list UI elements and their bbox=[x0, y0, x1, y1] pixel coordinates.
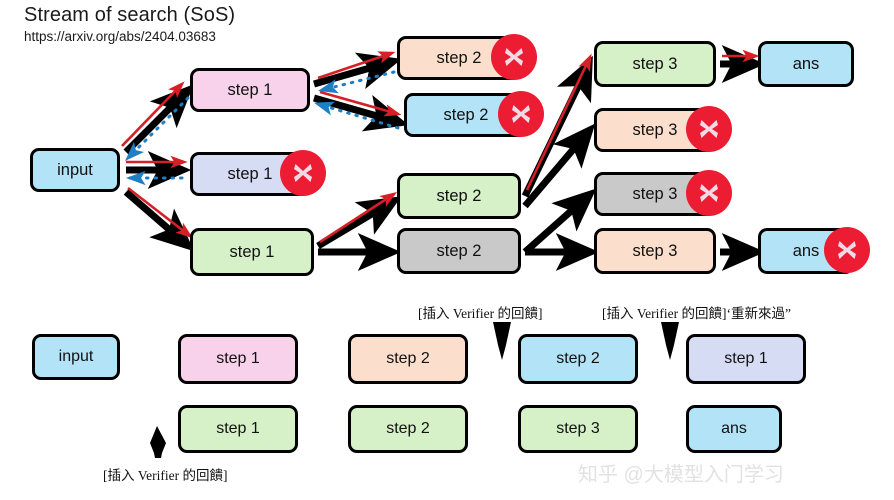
paper-url: https://arxiv.org/abs/2404.03683 bbox=[24, 29, 216, 44]
node-label: input bbox=[58, 348, 94, 365]
legend-row2-node-step-2: step 2 bbox=[348, 405, 468, 453]
graph-node-s1_top: step 1 bbox=[190, 68, 310, 112]
node-label: step 1 bbox=[216, 420, 260, 437]
node-label: ans bbox=[721, 420, 747, 437]
graph-node-s3_a: step 3 bbox=[594, 41, 716, 87]
failure-x-icon bbox=[824, 227, 870, 273]
node-label: step 3 bbox=[632, 184, 678, 203]
failure-x-icon bbox=[491, 34, 537, 80]
graph-node-s2_d: step 2 bbox=[397, 228, 521, 274]
blue-feedback-edges bbox=[125, 70, 400, 186]
legend-row1-node-step-2: step 2 bbox=[348, 334, 468, 384]
down-arrow-1 bbox=[493, 322, 511, 360]
graph-node-ans_top: ans bbox=[758, 41, 854, 87]
verifier-top-2: [插入 Verifier 的回饋]‘重新來過” bbox=[602, 306, 791, 321]
node-label: step 2 bbox=[556, 350, 600, 367]
node-label: step 1 bbox=[724, 350, 768, 367]
node-label: step 1 bbox=[227, 80, 273, 99]
node-label: ans bbox=[792, 241, 820, 260]
node-label: step 2 bbox=[436, 48, 482, 67]
verifier-bottom: [插入 Verifier 的回饋] bbox=[103, 468, 228, 483]
legend-row1-node-step-1: step 1 bbox=[686, 334, 806, 384]
legend-row1-node-step-2: step 2 bbox=[518, 334, 638, 384]
node-label: step 2 bbox=[443, 105, 489, 124]
page-title: Stream of search (SoS) bbox=[24, 4, 236, 26]
node-label: step 1 bbox=[227, 164, 273, 183]
node-label: step 2 bbox=[386, 420, 430, 437]
failure-x-icon bbox=[280, 150, 326, 196]
node-label: input bbox=[57, 160, 93, 179]
black-edges bbox=[123, 45, 766, 271]
graph-node-s3_d: step 3 bbox=[594, 228, 716, 274]
failure-x-icon bbox=[686, 170, 732, 216]
node-label: step 2 bbox=[436, 241, 482, 260]
node-label: step 3 bbox=[556, 420, 600, 437]
down-arrow-2 bbox=[661, 322, 679, 360]
failure-x-icon bbox=[498, 91, 544, 137]
node-label: step 3 bbox=[632, 54, 678, 73]
failure-x-icon bbox=[686, 106, 732, 152]
graph-node-input: input bbox=[30, 148, 120, 192]
node-label: step 1 bbox=[216, 350, 260, 367]
node-label: ans bbox=[792, 54, 820, 73]
watermark: 知乎 @大模型入门学习 bbox=[578, 464, 784, 486]
red-edges bbox=[121, 49, 760, 244]
legend-row2-node-ans: ans bbox=[686, 405, 782, 453]
node-label: step 2 bbox=[436, 186, 482, 205]
graph-node-s1_bot: step 1 bbox=[190, 228, 314, 276]
node-label: step 3 bbox=[632, 241, 678, 260]
verifier-top-1: [插入 Verifier 的回饋] bbox=[418, 306, 543, 321]
legend-row2-node-step-1: step 1 bbox=[178, 405, 298, 453]
node-label: step 3 bbox=[632, 120, 678, 139]
node-label: step 2 bbox=[386, 350, 430, 367]
up-arrow-1 bbox=[150, 426, 166, 458]
legend-row1-node-input: input bbox=[32, 334, 120, 380]
legend-row2-node-step-3: step 3 bbox=[518, 405, 638, 453]
legend-row1-node-step-1: step 1 bbox=[178, 334, 298, 384]
graph-node-s2_c: step 2 bbox=[397, 173, 521, 219]
legend-marker-arrows bbox=[150, 322, 679, 458]
node-label: step 1 bbox=[229, 242, 275, 261]
